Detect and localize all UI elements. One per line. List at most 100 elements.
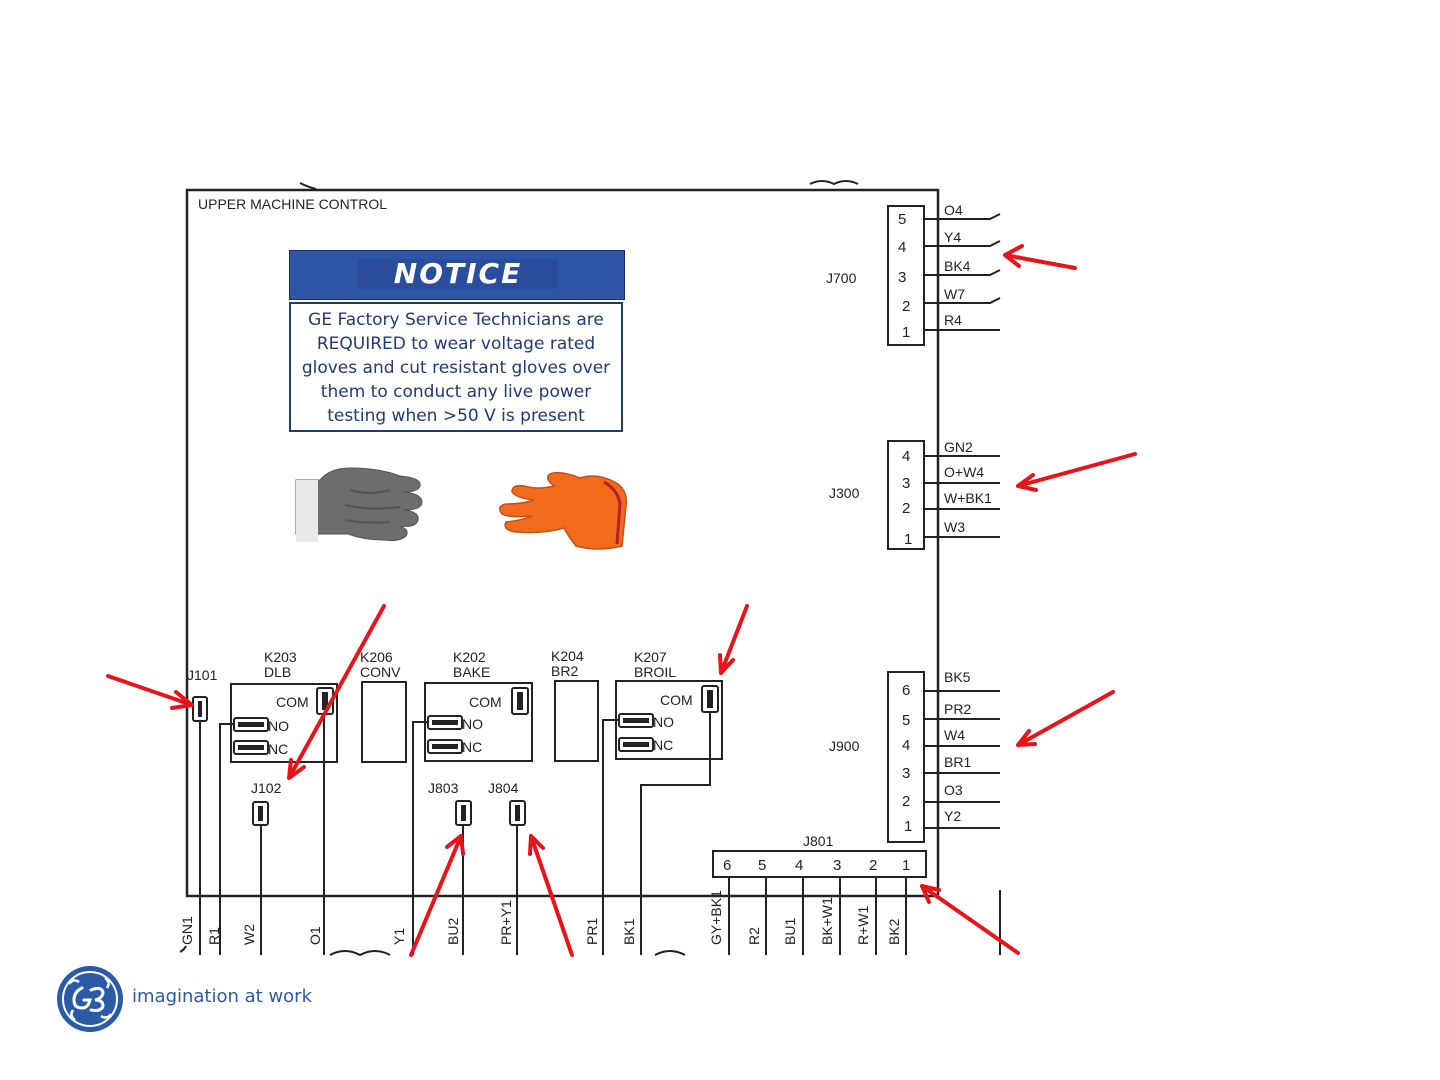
connector-j801: J801 6 5 4 3 2 1 (712, 833, 927, 955)
j900-pin: 6 (902, 682, 910, 699)
j700-pin: 2 (902, 298, 910, 315)
j300-wire: GN2 (944, 439, 973, 455)
connector-j102: J102 (251, 714, 325, 955)
k206-name: CONV (360, 664, 401, 680)
j300-wire: W3 (944, 519, 965, 535)
relay-k206: K206 CONV (360, 649, 407, 763)
j300-wire: O+W4 (944, 464, 984, 480)
bottom-wire-label: O1 (307, 926, 323, 945)
notice-header: NOTICE (289, 250, 625, 300)
connector-j804: J804 (488, 780, 526, 955)
j900-pin: 2 (902, 793, 910, 810)
bottom-wire-label: GY+BK1 (708, 890, 724, 945)
k202-name: BAKE (453, 664, 490, 680)
j900-label: J900 (829, 738, 860, 754)
k203-name: DLB (264, 664, 291, 680)
k204-name: BR2 (551, 663, 578, 679)
j900-pin: 3 (902, 765, 910, 782)
j804-label: J804 (488, 780, 519, 796)
j801-pin: 4 (795, 857, 803, 874)
j700-pin: 5 (898, 211, 906, 228)
bottom-wire-label: PR+Y1 (498, 900, 514, 945)
connector-j300: J300 4 3 2 1 GN2 O+W4 W+BK1 W3 (829, 439, 1000, 550)
cut-resistant-glove-icon (295, 467, 423, 542)
k203-id: K203 (264, 649, 297, 665)
ge-logo-icon (57, 966, 123, 1032)
safety-notice: NOTICE GE Factory Service Technicians ar… (289, 250, 625, 434)
j900-wire: Y2 (944, 808, 961, 824)
j101-label: J101 (187, 667, 218, 683)
k207-id: K207 (634, 649, 667, 665)
connector-j101: J101 (187, 667, 218, 955)
relay-k203: K203 DLB COM NO NC (219, 649, 338, 955)
k206-id: K206 (360, 649, 393, 665)
k207-name: BROIL (634, 664, 676, 680)
connector-j700: J700 5 4 3 2 1 O4 Y4 BK4 W7 R4 (826, 202, 1001, 346)
red-arrows (106, 244, 1137, 957)
arrow-j801 (920, 884, 1020, 955)
connector-j900: J900 6 5 4 3 2 1 BK5 PR2 W4 BR1 O3 Y2 (829, 669, 1000, 843)
j900-pin: 1 (904, 818, 912, 835)
j700-wire: R4 (944, 312, 962, 328)
j900-wire: BR1 (944, 754, 971, 770)
relay-k202: K202 BAKE COM NO NC (412, 649, 533, 955)
notice-line: testing when >50 V is present (327, 406, 585, 426)
svg-text:NO: NO (653, 714, 674, 730)
j700-pin: 4 (898, 239, 906, 256)
j801-pin: 5 (758, 857, 766, 874)
j700-pin: 3 (898, 269, 906, 286)
j801-pin: 6 (723, 857, 731, 874)
j300-pin: 3 (902, 475, 910, 492)
bottom-wire-label: BK+W1 (819, 897, 835, 945)
k204-id: K204 (551, 648, 584, 664)
j300-wire: W+BK1 (944, 490, 992, 506)
bottom-wire-label: BK1 (621, 918, 637, 945)
j900-wire: PR2 (944, 701, 971, 717)
j700-pin: 1 (902, 324, 910, 341)
j801-label: J801 (803, 833, 834, 849)
notice-line: GE Factory Service Technicians are (308, 310, 604, 330)
bottom-wire-label: R2 (746, 927, 762, 945)
notice-line: them to conduct any live power (320, 382, 592, 402)
voltage-glove-icon (499, 471, 628, 550)
j300-pin: 4 (902, 448, 910, 465)
board-title: UPPER MACHINE CONTROL (198, 196, 387, 212)
notice-body: GE Factory Service Technicians are REQUI… (289, 302, 623, 432)
bottom-wire-label: R+W1 (855, 906, 871, 946)
bottom-wire-label: BK2 (886, 918, 902, 945)
bottom-wire-label: GN1 (179, 916, 195, 945)
arrow-j102 (287, 604, 386, 780)
j801-pin: 3 (833, 857, 841, 874)
board-outline (185, 188, 940, 898)
j102-label: J102 (251, 780, 282, 796)
j300-pin: 2 (902, 500, 910, 517)
arrow-j803 (409, 834, 465, 957)
bottom-wire-label: PR1 (584, 918, 600, 945)
svg-text:COM: COM (660, 692, 693, 708)
j300-pin: 1 (904, 531, 912, 548)
k202-id: K202 (453, 649, 486, 665)
svg-text:NC: NC (653, 737, 673, 753)
svg-text:NO: NO (462, 716, 483, 732)
notice-heading: NOTICE (358, 259, 558, 289)
svg-text:NC: NC (462, 739, 482, 755)
j900-pin: 5 (902, 712, 910, 729)
j700-wire: BK4 (944, 258, 971, 274)
bottom-wire-labels: GN1 R1 W2 O1 Y1 BU2 PR+Y1 PR1 BK1 GY+BK1… (179, 890, 902, 945)
notice-line: REQUIRED to wear voltage rated (316, 334, 596, 354)
j801-pin: 2 (869, 857, 877, 874)
j900-wire: W4 (944, 727, 965, 743)
arrow-k207 (718, 604, 749, 675)
arrow-j700 (1003, 244, 1077, 270)
j801-pin: 1 (902, 857, 910, 874)
j700-wire: O4 (944, 202, 963, 218)
svg-text:COM: COM (276, 694, 309, 710)
notice-line: gloves and cut resistant gloves over (301, 358, 611, 378)
tagline: imagination at work (132, 986, 312, 1007)
bottom-wire-label: W2 (241, 924, 257, 945)
arrow-j804 (528, 834, 574, 957)
j700-wire: Y4 (944, 229, 961, 245)
svg-text:NC: NC (268, 741, 288, 757)
relay-k207: K207 BROIL COM NO NC (602, 649, 723, 955)
bottom-wire-label: BU1 (782, 918, 798, 945)
